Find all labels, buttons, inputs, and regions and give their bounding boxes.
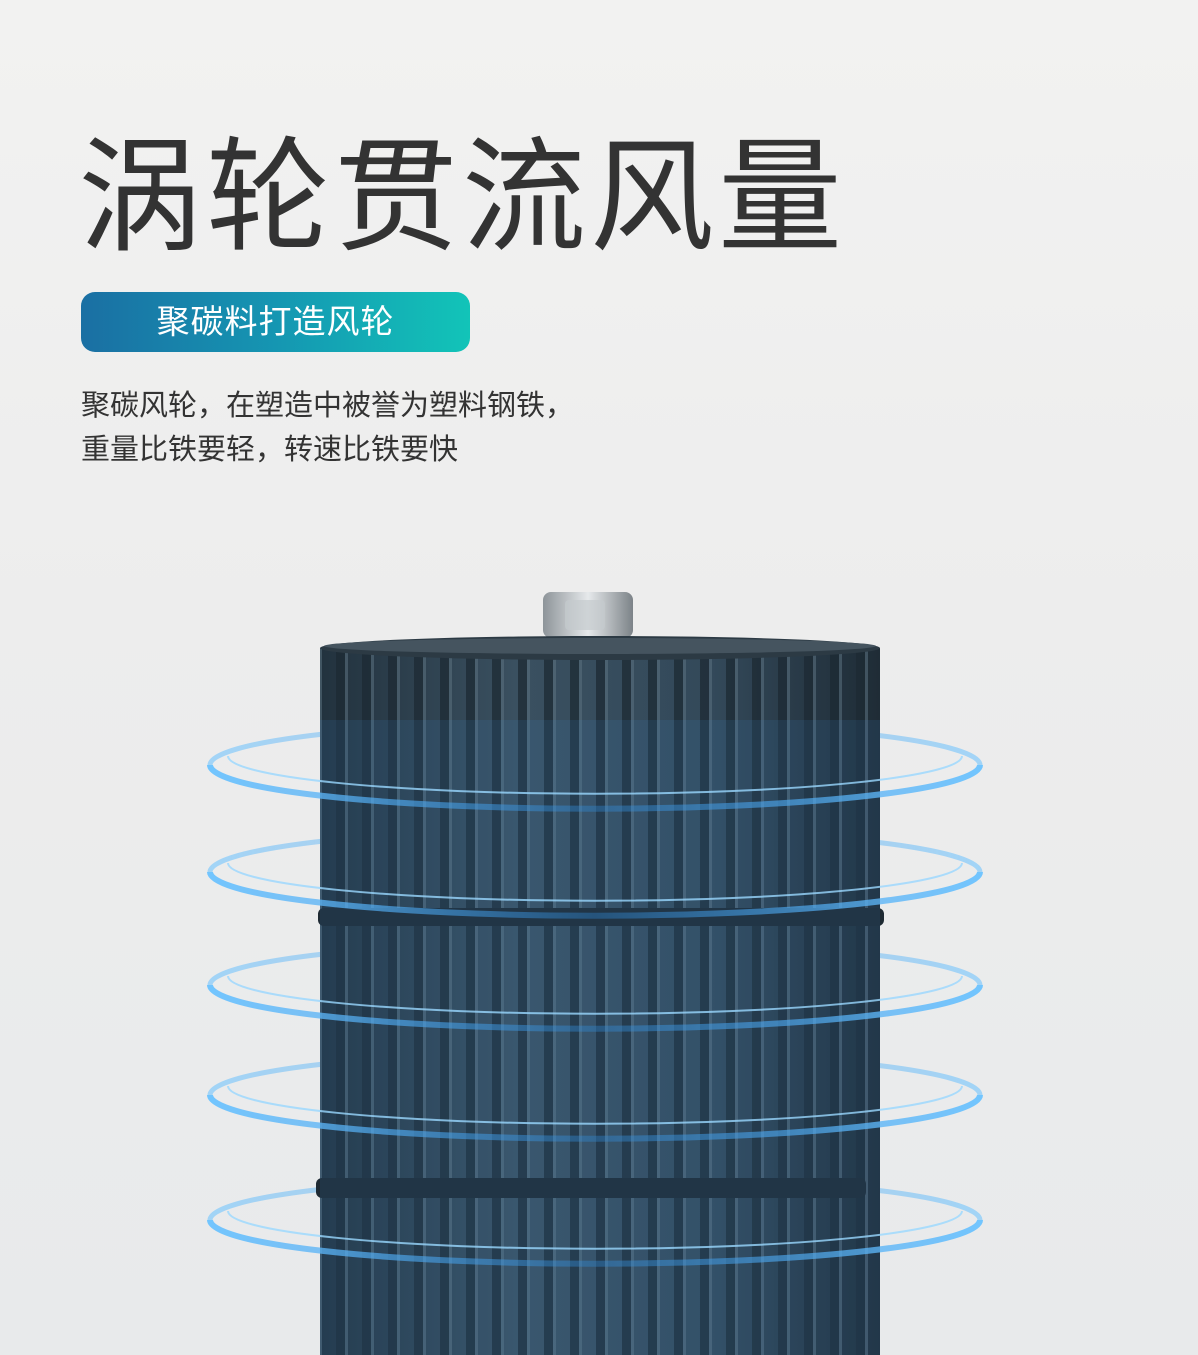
feature-badge: 聚碳料打造风轮	[81, 292, 470, 352]
description-line-1: 聚碳风轮，在塑造中被誉为塑料钢铁，	[81, 388, 575, 422]
feature-description: 聚碳风轮，在塑造中被誉为塑料钢铁， 重量比铁要轻，转速比铁要快	[81, 383, 574, 471]
description-line-2: 重量比铁要轻，转速比铁要快	[81, 432, 459, 466]
page-title: 涡轮贯流风量	[78, 126, 847, 270]
fan-wheel-image	[207, 592, 983, 1355]
airflow-rings-front	[207, 764, 983, 1267]
fan-support-ring-lower	[316, 1178, 866, 1198]
